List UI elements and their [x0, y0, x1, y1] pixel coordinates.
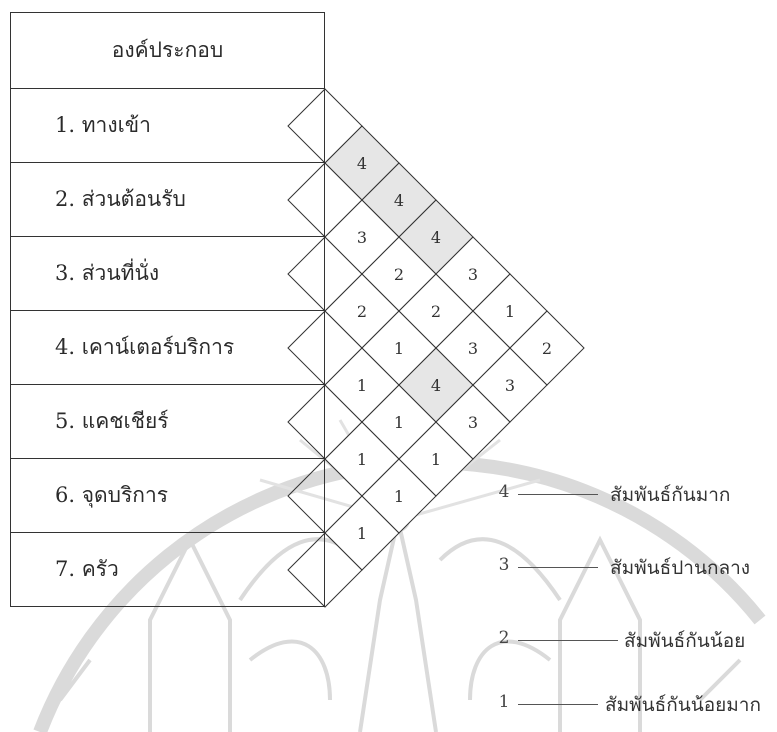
matrix-cell-value: 2 [394, 265, 404, 284]
legend-value: 3 [494, 555, 514, 575]
matrix-cell-value: 1 [505, 302, 515, 321]
matrix-cell-value: 4 [431, 376, 441, 395]
matrix-cell-value: 3 [468, 413, 478, 432]
matrix-cell-value: 4 [431, 228, 441, 247]
matrix-cell-value: 1 [394, 413, 404, 432]
matrix-cell-value: 1 [431, 450, 441, 469]
legend-label: สัมพันธ์ปานกลาง [610, 553, 750, 583]
legend-value: 4 [494, 482, 514, 502]
matrix-cell-value: 1 [357, 450, 367, 469]
matrix-cell-value: 4 [357, 154, 367, 173]
legend-value: 1 [494, 692, 514, 712]
matrix-cell-value: 3 [505, 376, 515, 395]
legend-value: 2 [494, 628, 514, 648]
matrix-cell-value: 4 [394, 191, 404, 210]
matrix-cell-value: 2 [357, 302, 367, 321]
legend-line [518, 640, 618, 641]
matrix-cell-value: 1 [357, 524, 367, 543]
legend-label: สัมพันธ์กันมาก [610, 480, 730, 510]
legend-line [518, 704, 598, 705]
legend-label: สัมพันธ์กันน้อย [624, 626, 745, 656]
matrix-cell-value: 3 [468, 265, 478, 284]
matrix-cell-value: 2 [542, 339, 552, 358]
matrix-cell-value: 2 [431, 302, 441, 321]
matrix-cell-value: 3 [468, 339, 478, 358]
matrix-cell-value: 1 [394, 487, 404, 506]
legend-line [518, 567, 598, 568]
matrix-cell-value: 1 [357, 376, 367, 395]
legend-label: สัมพันธ์กันน้อยมาก [605, 690, 761, 720]
matrix-cell-value: 3 [357, 228, 367, 247]
legend-line [518, 494, 598, 495]
matrix-cell-value: 1 [394, 339, 404, 358]
